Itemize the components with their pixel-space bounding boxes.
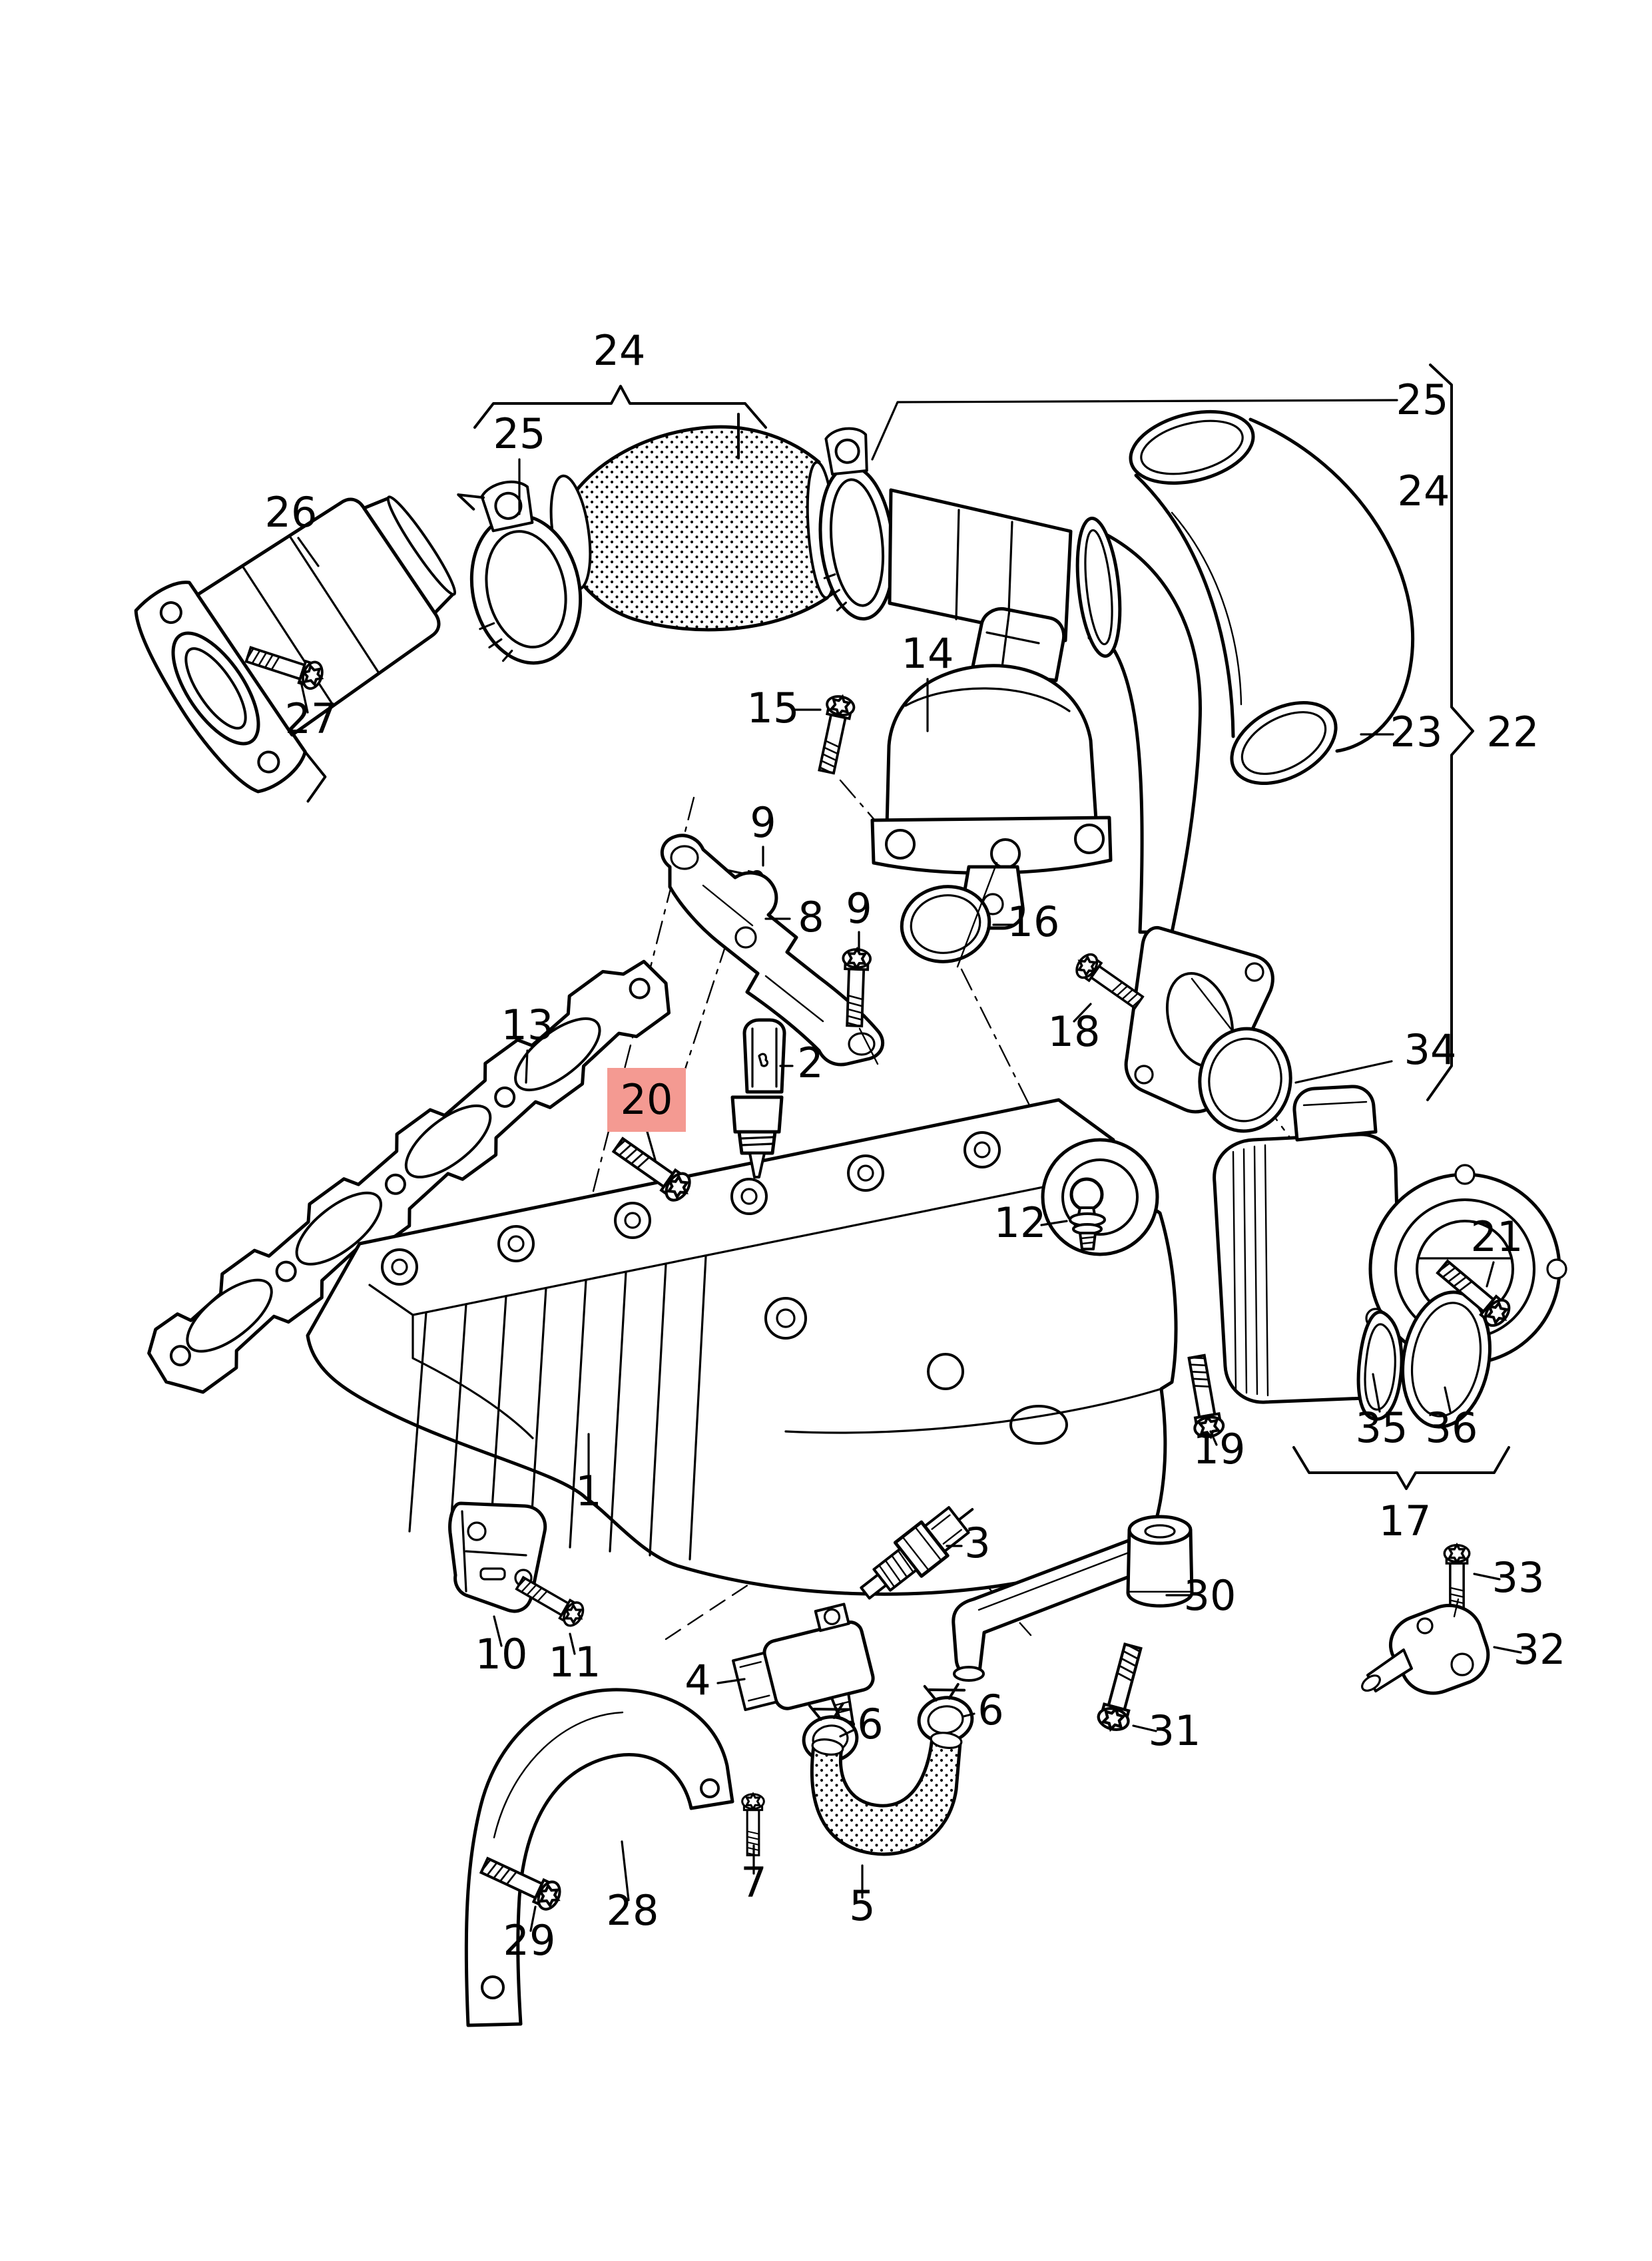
callout-13[interactable]: 13: [501, 1001, 554, 1049]
callout-22[interactable]: 22: [1487, 708, 1539, 756]
part-hose-24: [549, 425, 838, 632]
callout-9a[interactable]: 9: [750, 798, 776, 847]
callout-12[interactable]: 12: [994, 1198, 1047, 1247]
part-gasket-13: [147, 959, 671, 1394]
bracket-24-top: [473, 385, 767, 459]
callout-20[interactable]: 20: [621, 1075, 673, 1124]
callout-23: 23: [1390, 708, 1443, 756]
callout-11[interactable]: 11: [549, 1638, 601, 1686]
callout-7[interactable]: 7: [740, 1858, 766, 1907]
callout-31[interactable]: 31: [1149, 1706, 1201, 1755]
callout-8[interactable]: 8: [798, 893, 824, 941]
part-bracket-8: [660, 834, 885, 1067]
part-intake-manifold-1: [306, 1098, 1178, 1596]
part-strap-28: [464, 1688, 734, 2027]
callout-25-right[interactable]: 25: [1396, 376, 1449, 424]
part-sensor-2: [730, 1018, 786, 1178]
bolt-31: [1096, 1642, 1148, 1733]
callout-34[interactable]: 34: [1404, 1025, 1457, 1074]
highlight-box-part-20[interactable]: [607, 1068, 686, 1132]
callout-26[interactable]: 26: [265, 488, 318, 537]
callout-10[interactable]: 10: [475, 1630, 528, 1678]
callout-1[interactable]: 1: [575, 1467, 601, 1515]
part-pump-14: [870, 607, 1113, 930]
callout-6b[interactable]: 6: [977, 1686, 1003, 1734]
callout-16[interactable]: 16: [1007, 897, 1060, 946]
callout-24-right[interactable]: 24: [1398, 467, 1450, 515]
callout-35[interactable]: 35: [1356, 1403, 1408, 1452]
bracket-17-bottom: [1292, 1446, 1510, 1490]
callout-4[interactable]: 4: [685, 1656, 710, 1704]
bolt-9b-axis: [858, 1027, 879, 1065]
part-oring-16: [900, 862, 998, 968]
callout-3[interactable]: 3: [964, 1519, 990, 1567]
part-seal-35: [1356, 1310, 1404, 1421]
callout-2[interactable]: 2: [797, 1039, 823, 1087]
part-oring-34: [1198, 1027, 1292, 1133]
part-converter-26: [134, 495, 457, 803]
callout-30[interactable]: 30: [1184, 1571, 1237, 1620]
part-clamp-25-left: [457, 480, 583, 665]
callout-9b[interactable]: 9: [846, 884, 872, 933]
part-sensor-3: [860, 1506, 974, 1600]
callout-21[interactable]: 21: [1471, 1212, 1523, 1261]
callout-36[interactable]: 36: [1426, 1403, 1478, 1452]
bolt-18: [1072, 951, 1146, 1013]
leader-lines: [297, 399, 1522, 1932]
callout-25-left[interactable]: 25: [493, 409, 546, 458]
callout-33[interactable]: 33: [1492, 1553, 1545, 1602]
part-charge-pipe-23: [1129, 409, 1415, 786]
callout-15[interactable]: 15: [747, 684, 800, 732]
callout-28[interactable]: 28: [607, 1886, 659, 1935]
callout-32[interactable]: 32: [1514, 1625, 1566, 1674]
callout-27[interactable]: 27: [285, 694, 338, 743]
part-hose-5: [810, 1732, 963, 1856]
callout-17[interactable]: 17: [1379, 1497, 1432, 1545]
part-support-rod-30: [952, 1515, 1194, 1682]
part-clamp-6b: [917, 1682, 974, 1744]
part-ballstud-12: [1069, 1177, 1106, 1250]
part-clamp-25-right: [818, 427, 896, 621]
callout-14[interactable]: 14: [902, 629, 954, 678]
part-oring-36: [1401, 1290, 1492, 1429]
bolt-15: [813, 694, 856, 775]
part-inlet-pipe: [888, 488, 1274, 1114]
bracket-22-right: [1426, 364, 1474, 1101]
callout-6a[interactable]: 6: [857, 1700, 883, 1748]
callout-24-top[interactable]: 24: [593, 326, 646, 375]
callout-29[interactable]: 29: [503, 1916, 556, 1965]
part-map-sensor-4: [732, 1603, 875, 1730]
callout-19[interactable]: 19: [1193, 1425, 1246, 1473]
part-bracket-32: [1361, 1598, 1490, 1695]
callout-5[interactable]: 5: [849, 1882, 875, 1930]
callout-labels: 24 25 26 27 14 15 9 8 9 16 13 2 20 18 12…: [265, 326, 1566, 1965]
callout-18[interactable]: 18: [1048, 1007, 1101, 1056]
